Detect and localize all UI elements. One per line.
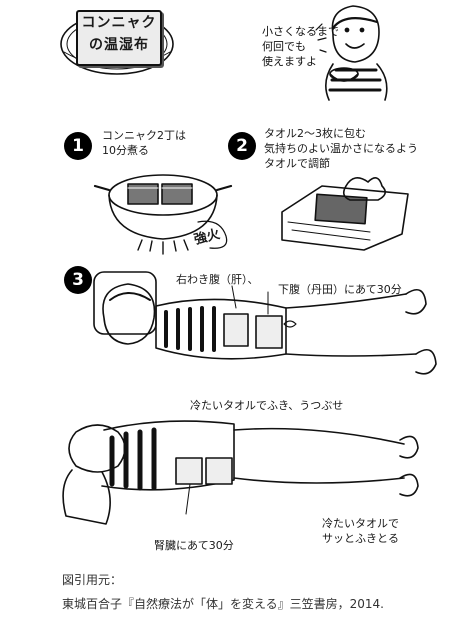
step-1-line-2: 10分煮る — [102, 144, 149, 157]
citation-text: 東城百合子『自然療法が「体」を変える』三笠書房，2014. — [62, 597, 384, 611]
title-plate: コンニャク の温湿布 — [76, 10, 162, 66]
title-line-2: の温湿布 — [89, 37, 149, 53]
woman-figure — [315, 5, 388, 101]
step-1-badge: 1 — [64, 132, 92, 160]
step-3-badge: 3 — [64, 266, 92, 294]
step-1-line-1: コンニャク2丁は — [102, 129, 186, 142]
speech-line-2: 何回でも — [262, 40, 306, 53]
speech-bubble: 小さくなるまで 何回でも 使えますよ — [262, 24, 339, 69]
step-1-text: コンニャク2丁は 10分煮る — [102, 128, 186, 158]
step-2-badge: 2 — [228, 132, 256, 160]
pot — [93, 174, 233, 255]
step-3-right-flank-label: 右わき腹（肝）、 — [176, 273, 259, 286]
title-line-1: コンニャク — [81, 15, 157, 31]
person-face-down — [62, 420, 419, 525]
citation-label: 図引用元： — [62, 573, 123, 587]
step-3-wipe-line-1: 冷たいタオルで — [322, 517, 399, 530]
towel-bundle — [281, 177, 409, 251]
step-3-lower-belly-label: 下腹（丹田）にあて30分 — [278, 283, 402, 296]
step-2-text: タオル2〜3枚に包む 気持ちのよい温かさになるよう タオルで調節 — [264, 126, 418, 171]
speech-line-1: 小さくなるまで — [262, 25, 339, 38]
step-3-wipe-text: 冷たいタオルで サッとふきとる — [322, 516, 399, 546]
speech-line-3: 使えますよ — [262, 55, 317, 68]
step-3-kidney-label: 腎臓にあて30分 — [154, 539, 234, 552]
step-2-line-1: タオル2〜3枚に包む — [264, 127, 366, 140]
step-3-flip-label: 冷たいタオルでふき、うつぶせ — [190, 399, 344, 412]
step-2-line-3: タオルで調節 — [264, 157, 330, 170]
step-3-wipe-line-2: サッとふきとる — [322, 532, 399, 545]
step-2-line-2: 気持ちのよい温かさになるよう — [264, 142, 418, 155]
person-on-back — [93, 271, 437, 375]
